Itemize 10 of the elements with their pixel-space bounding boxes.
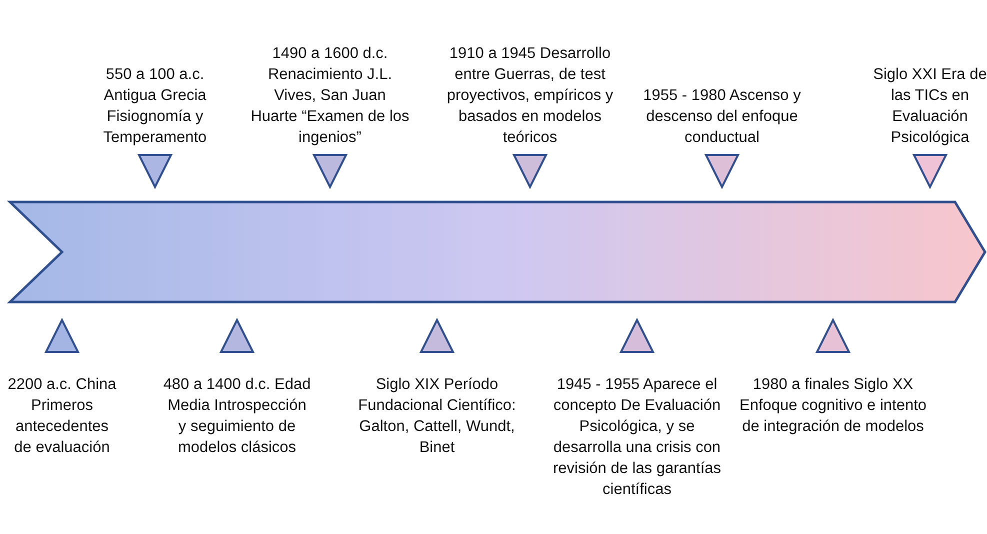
event-label: 1945 - 1955 Aparece el concepto De Evaluación Psicológica, y se desarrolla una crisis con revisión de las garantías científicas [552, 375, 722, 500]
event-label: Siglo XIX Período Fundacional Científico: Galton, Cattell, Wundt, Binet [357, 375, 517, 458]
event-label: 2200 a.c. China Primeros antecedentes de evaluación [7, 375, 117, 458]
event-label: 1955 - 1980 Ascenso y descenso del enfoque conductual [642, 86, 802, 148]
event-label: 1490 a 1600 d.c. Renacimiento J.L. Vives, San Juan Huarte “Examen de los ingenios” [250, 44, 410, 148]
event-label: 550 a 100 a.c. Antigua Grecia Fisiognomía y Temperamento [102, 65, 208, 148]
event-label: 1980 a finales Siglo XX Enfoque cognitivo e intento de integración de modelos [738, 375, 928, 437]
event-label: 480 a 1400 d.c. Edad Media Introspección y seguimiento de modelos clásicos [162, 375, 312, 458]
event-label: 1910 a 1945 Desarrollo entre Guerras, de test proyectivos, empíricos y basados en modelos teóricos [446, 44, 614, 148]
event-label: Siglo XXI Era de las TICs en Evaluación Psicológica [872, 65, 987, 148]
